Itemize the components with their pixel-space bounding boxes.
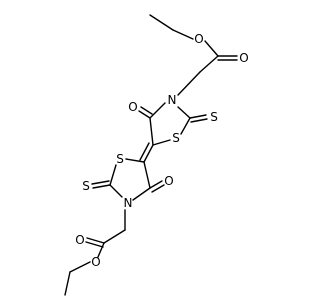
atom-s-thione-bottom: S bbox=[82, 179, 90, 193]
bond-ethyl-bottom-2 bbox=[64, 271, 71, 296]
bond-c2-n-bottom bbox=[109, 184, 123, 198]
atom-s-thione-top: S bbox=[210, 110, 218, 124]
bond-c5-s-top bbox=[152, 139, 171, 146]
atom-o-ring-bottom: O bbox=[164, 174, 173, 188]
atom-o-carbonyl-bottom: O bbox=[75, 233, 84, 247]
bond-c5-s-bottom bbox=[125, 158, 145, 163]
bond-central-double-b bbox=[139, 142, 150, 161]
bond-ch2-carbonyl-bottom bbox=[103, 229, 126, 244]
bond-ester-o-bottom bbox=[97, 242, 105, 258]
atom-o-carbonyl-top: O bbox=[239, 51, 248, 65]
atom-n-top: N bbox=[168, 93, 177, 107]
bond-c4-o-top-b bbox=[140, 106, 153, 115]
bond-n-c4-bottom bbox=[132, 187, 151, 201]
bond-n-c4-top bbox=[149, 102, 166, 119]
atom-n-bottom: N bbox=[124, 196, 133, 210]
bond-s-c2-bottom bbox=[109, 164, 117, 186]
bond-c2-s-thione-bottom-b bbox=[91, 180, 110, 185]
bond-ch2-n-top bbox=[177, 71, 201, 96]
atom-o-ester-bottom: O bbox=[91, 255, 100, 269]
bond-ethyl-top-2 bbox=[172, 29, 194, 40]
atom-s-ring-bottom: S bbox=[116, 152, 124, 166]
atom-o-ester-top: O bbox=[194, 32, 203, 46]
bond-ester-o-top bbox=[204, 40, 219, 57]
bond-c2-s-thione-top-a bbox=[189, 114, 207, 119]
atom-s-ring-top: S bbox=[172, 131, 180, 145]
bond-central-double-a bbox=[143, 144, 154, 163]
bond-carbonyl-bottom-a bbox=[86, 237, 105, 244]
bond-c4-c5-bottom bbox=[143, 161, 151, 189]
bond-c4-o-bottom-b bbox=[151, 184, 165, 193]
molecule-structure: O O N O S S S O S N O O bbox=[64, 14, 249, 296]
bond-s-c2-top bbox=[180, 117, 191, 135]
bond-c4-o-top-a bbox=[138, 110, 151, 119]
bond-ethyl-bottom-1 bbox=[69, 261, 91, 273]
bond-carbonyl-bottom-b bbox=[85, 241, 104, 248]
bond-c4-c5-top bbox=[149, 117, 154, 146]
bond-c4-o-bottom-a bbox=[149, 180, 163, 189]
structure-canvas: O O N O S S S O S N O O bbox=[64, 14, 249, 296]
bond-c2-s-thione-top-b bbox=[190, 118, 208, 123]
bond-ethyl-top-1 bbox=[149, 14, 174, 31]
atom-o-ring-top: O bbox=[128, 100, 137, 114]
bond-c2-s-thione-bottom-a bbox=[92, 184, 111, 189]
bond-ester-ch2-top bbox=[199, 55, 219, 73]
bond-c2-n-top bbox=[177, 106, 191, 119]
